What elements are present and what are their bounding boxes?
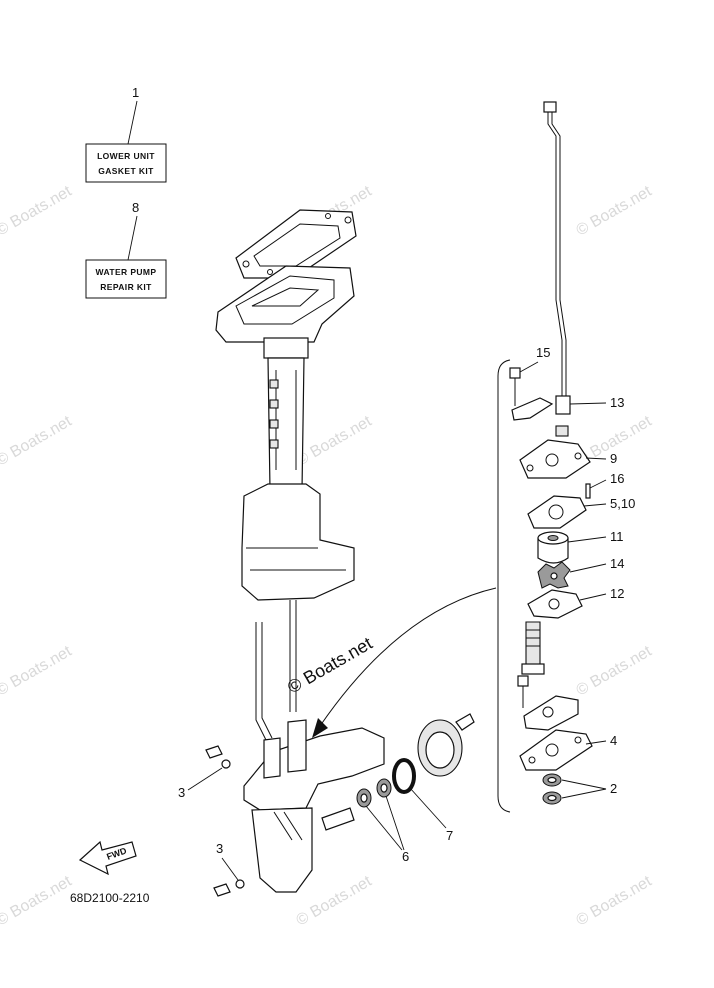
drive-shaft-housing[interactable] [215,265,355,601]
callout-15: 15 [536,345,550,360]
watermark-5: © Boats.net [294,413,376,470]
oil-seals-6[interactable] [356,778,392,808]
callout-13: 13 [610,395,624,410]
watermark-7: © Boats.net [0,643,75,700]
propeller-shaft-housing[interactable] [417,713,475,777]
callout-5-10: 5,10 [610,496,635,511]
callout-1: 1 [132,85,139,100]
callout-12: 12 [610,586,624,601]
bolt-3-upper[interactable] [205,745,231,769]
lower-case[interactable] [243,719,385,893]
fwd-arrow: FWD [78,840,137,876]
part-14-impeller[interactable] [537,561,571,589]
watermark-11: © Boats.net [574,873,656,930]
part-11-insert-cartridge[interactable] [537,531,569,564]
pump-base-plate[interactable] [517,675,579,731]
callout-4: 4 [610,733,617,748]
water-pipe[interactable] [543,101,567,396]
callouts: 15 13 9 16 5,10 11 14 12 4 2 3 3 6 7 [178,345,635,881]
o-ring-7[interactable] [392,758,416,794]
part-2-oil-seals[interactable] [542,773,562,805]
part-5-10-gasket[interactable] [527,495,587,529]
drive-shaft[interactable] [521,621,545,675]
part-15-bolt[interactable] [509,367,521,406]
part-9-pump-housing[interactable] [519,439,591,479]
callout-8: 8 [132,200,139,215]
kit-water-pump-repair[interactable]: 8 WATER PUMP REPAIR KIT [85,200,167,299]
callout-3-upper: 3 [178,785,185,800]
watermark-10: © Boats.net [294,873,376,930]
watermark-3: © Boats.net [574,183,656,240]
callout-16: 16 [610,471,624,486]
kit-lower-unit-gasket[interactable]: 1 LOWER UNIT GASKET KIT [85,85,167,183]
bolt-3-lower[interactable] [213,879,245,897]
upper-gasket[interactable] [235,209,357,279]
kit-8-line2: REPAIR KIT [100,282,152,292]
shift-rod[interactable] [255,600,297,741]
watermark-1: © Boats.net [0,183,75,240]
kit-1-line1: LOWER UNIT [97,151,155,161]
retainer-plate[interactable] [511,397,554,421]
part-16-pin[interactable] [585,483,591,499]
watermark-arrow: © Boats.net [284,633,376,697]
callout-11: 11 [610,529,624,544]
assembly-arrow: © Boats.net [284,587,497,738]
callout-14: 14 [610,556,624,571]
part-13-grommet[interactable] [555,395,571,437]
figure-code: 68D2100-2210 [70,891,150,905]
callout-3-lower: 3 [216,841,223,856]
kit-8-line1: WATER PUMP [96,267,157,277]
watermark-9: © Boats.net [0,873,75,930]
callout-7: 7 [446,828,453,843]
part-12-outer-plate[interactable] [527,589,583,619]
watermark-4: © Boats.net [0,413,75,470]
callout-6: 6 [402,849,409,864]
group-bracket [497,359,511,813]
callout-9: 9 [610,451,617,466]
part-4-gasket[interactable] [519,729,593,771]
callout-2: 2 [610,781,617,796]
kit-1-line2: GASKET KIT [98,166,154,176]
watermark-8: © Boats.net [574,643,656,700]
